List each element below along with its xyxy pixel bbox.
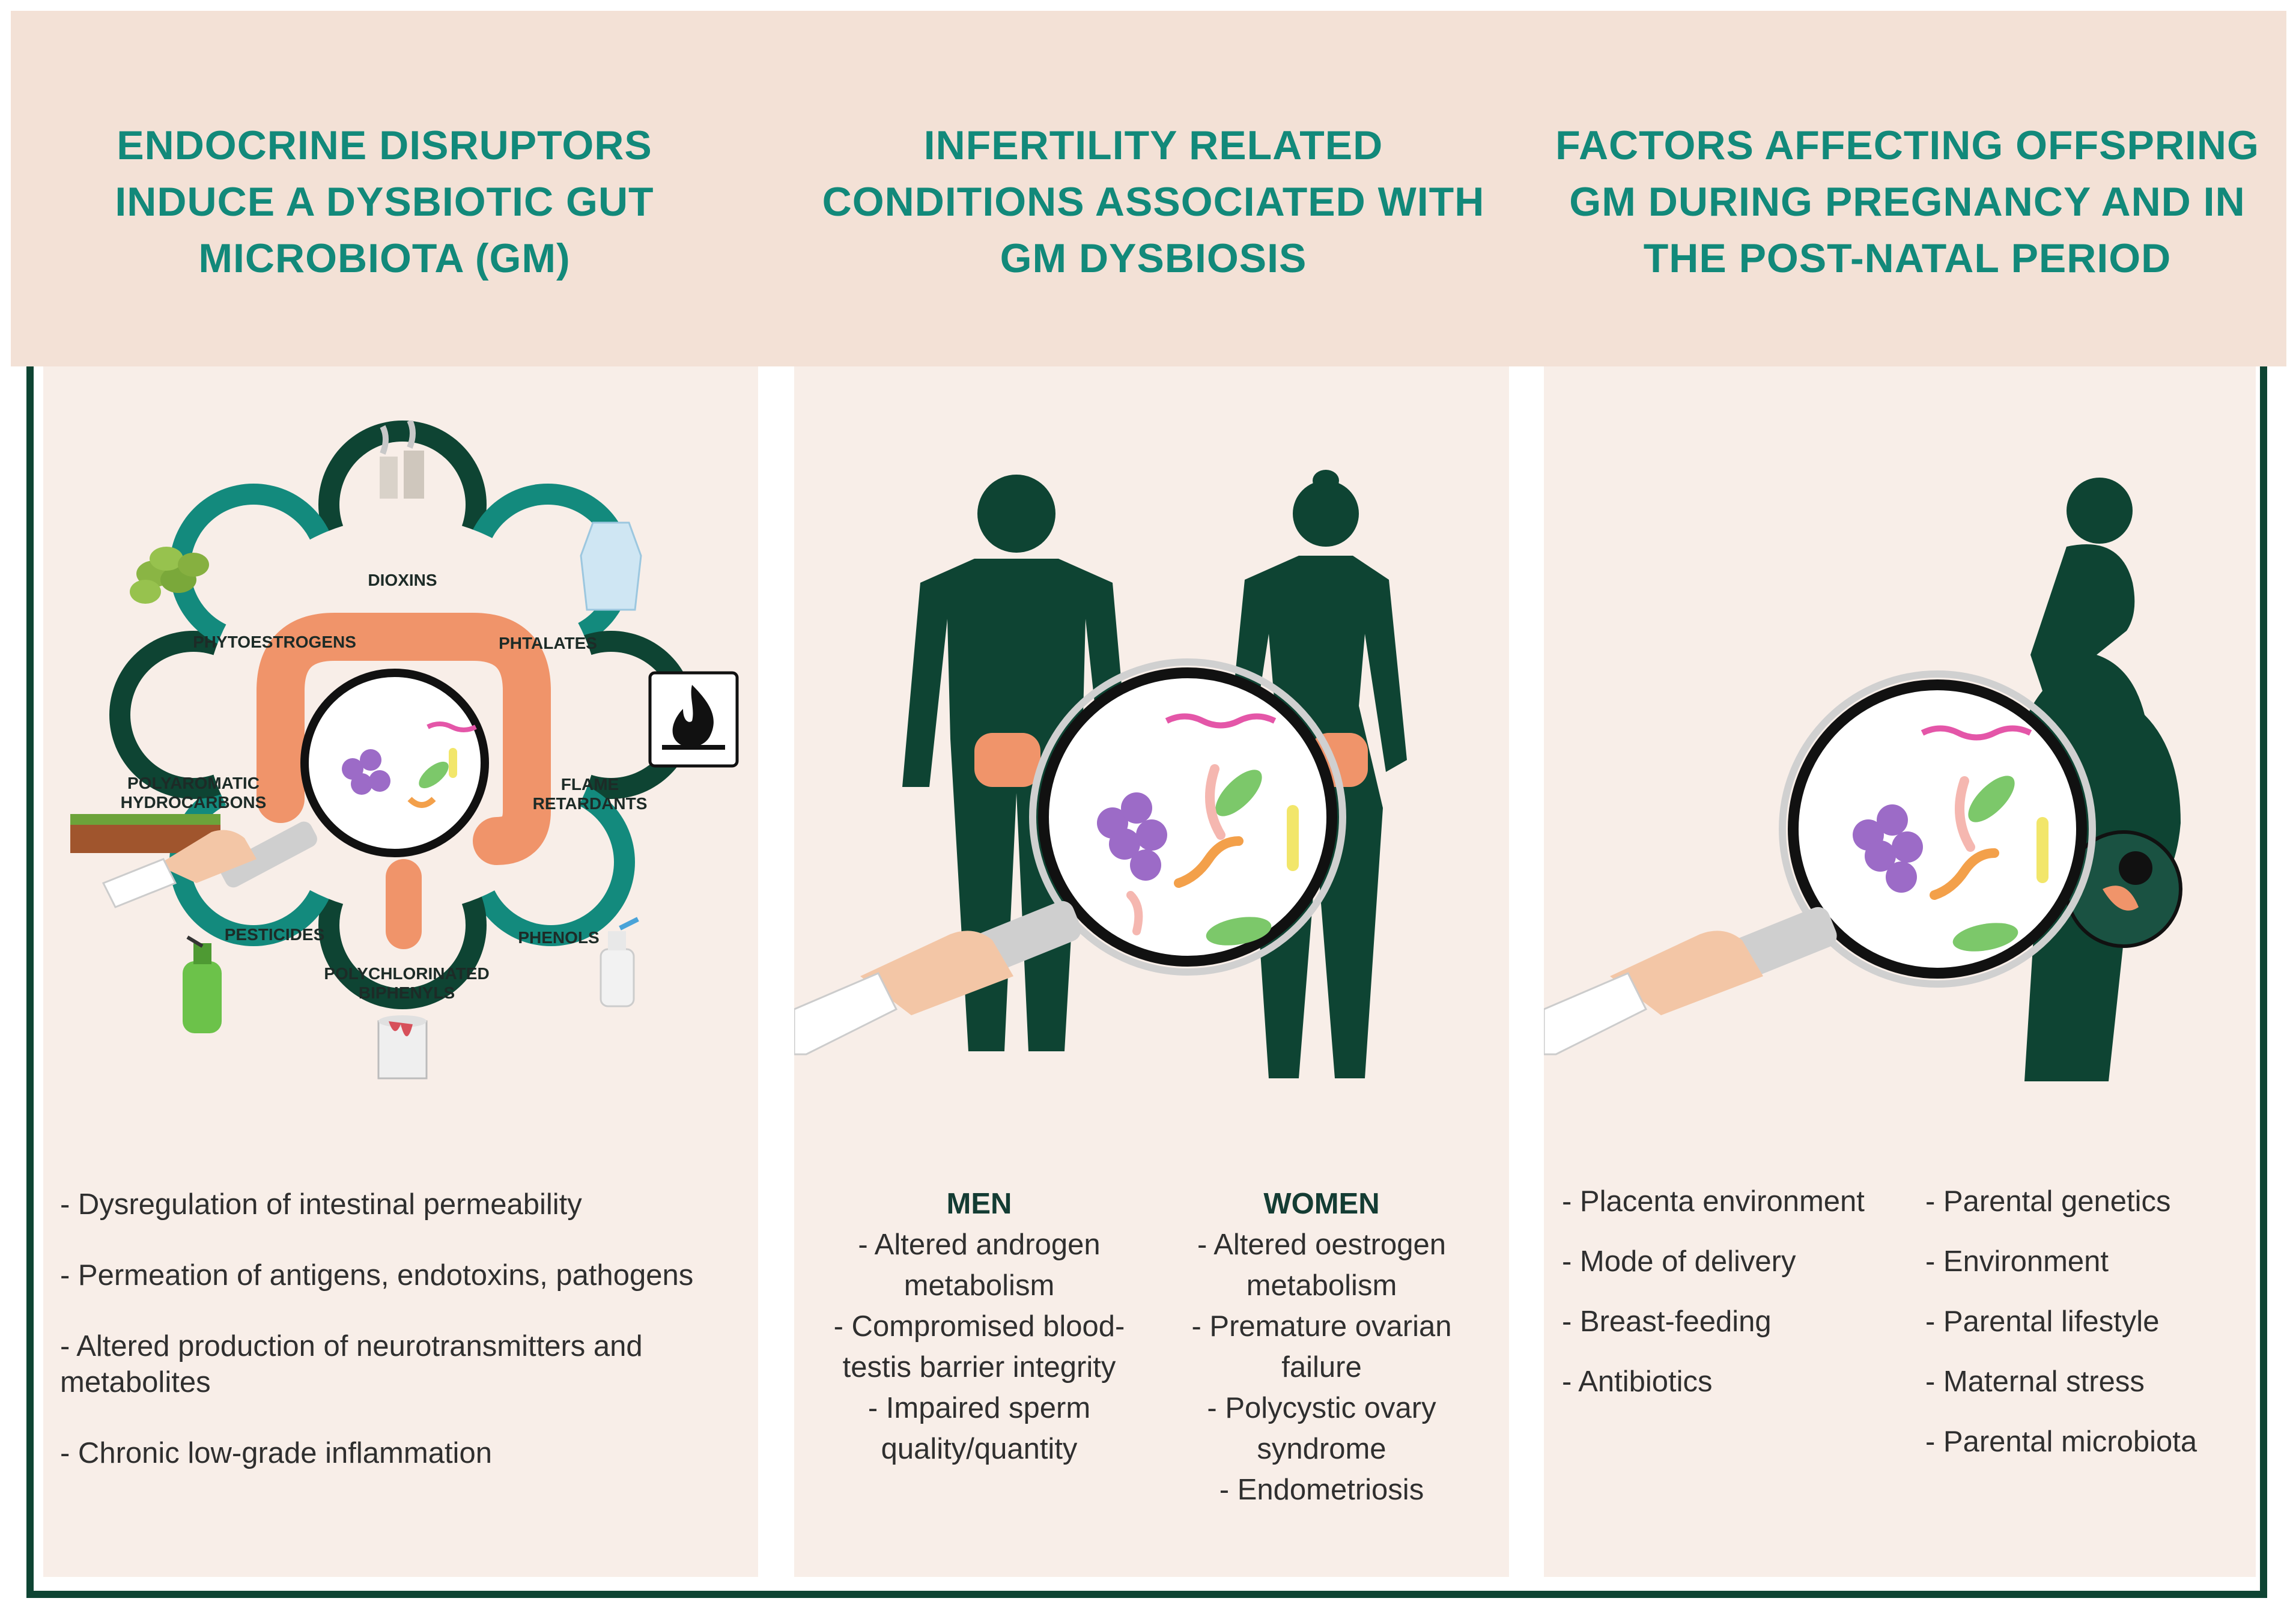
effect-item: - Permeation of antigens, endotoxins, pa… — [60, 1259, 694, 1292]
factor-item: - Mode of delivery — [1562, 1245, 1796, 1278]
bacteria-icon — [1853, 725, 2048, 952]
label-pesticides: PESTICIDES — [224, 925, 325, 944]
title-offspring: FACTORS AFFECTING OFFSPRING GM DURING PR… — [1555, 123, 2259, 281]
spray-pump-icon — [183, 935, 222, 1033]
plastic-bag-icon — [580, 521, 642, 611]
label-phenols: PHENOLS — [518, 928, 600, 947]
factor-item: - Parental genetics — [1925, 1185, 2171, 1218]
men-heading: MEN — [946, 1188, 1012, 1220]
women-item: - Altered oestrogen metabolism — [1197, 1229, 1447, 1302]
factor-item: - Breast-feeding — [1562, 1305, 1772, 1338]
infertility-illustration — [794, 469, 1509, 1141]
effect-item: - Dysregulation of intestinal permeabili… — [60, 1188, 582, 1221]
men-item: - Altered androgen metabolism — [858, 1229, 1101, 1302]
hand-icon — [1544, 931, 1763, 1056]
label-pcb: POLYCHLORINATED BIPHENYLS — [324, 964, 490, 1002]
hand-icon — [102, 830, 257, 908]
bacteria-icon — [342, 721, 477, 808]
title-disruptors: ENDOCRINE DISRUPTORS INDUCE A DYSBIOTIC … — [115, 123, 654, 281]
bacteria-icon — [1097, 713, 1299, 946]
paint-can-icon — [377, 1015, 428, 1080]
women-conditions: WOMEN - Altered oestrogen metabolism - P… — [1171, 1183, 1472, 1510]
gut-intestine-icon — [257, 613, 551, 949]
factory-chimneys-icon — [380, 421, 424, 499]
outer-frame — [26, 366, 2267, 1598]
hand-icon — [794, 931, 1013, 1056]
women-item: - Endometriosis — [1219, 1474, 1424, 1506]
men-conditions: MEN - Altered androgen metabolism - Comp… — [829, 1183, 1129, 1469]
magnifier-icon — [1683, 670, 2096, 998]
factor-item: - Placenta environment — [1562, 1185, 1865, 1218]
factor-item: - Parental microbiota — [1925, 1426, 2197, 1458]
women-item: - Polycystic ovary syndrome — [1207, 1392, 1436, 1465]
title-infertility: INFERTILITY RELATED CONDITIONS ASSOCIATE… — [822, 123, 1485, 281]
man-silhouette-icon — [902, 475, 1131, 1051]
men-item: - Compromised blood-testis barrier integ… — [833, 1310, 1125, 1384]
offspring-factors-right: - Parental genetics - Environment - Pare… — [1925, 1183, 2250, 1484]
fire-icon — [648, 671, 739, 768]
label-pah: POLYAROMATIC HYDROCARBONS — [120, 774, 267, 812]
factor-item: - Antibiotics — [1562, 1365, 1713, 1398]
factor-item: - Environment — [1925, 1245, 2109, 1278]
offspring-illustration — [1544, 475, 2256, 1135]
label-flame-retardants: FLAME RETARDANTS — [532, 775, 648, 813]
soybeans-icon — [130, 547, 209, 604]
label-phytoestrogens: PHYTOESTROGENS — [193, 633, 356, 651]
factor-item: - Maternal stress — [1925, 1365, 2145, 1398]
disruptor-effects-list: - Dysregulation of intestinal permeabili… — [60, 1186, 745, 1506]
spray-bottle-icon — [600, 917, 639, 1007]
label-phtalates: PHTALATES — [499, 634, 597, 652]
disruptors-diagram: DIOXINS PHTALATES FLAME RETARDANTS PHENO… — [43, 421, 758, 1153]
header-band — [11, 11, 2286, 366]
effect-item: - Chronic low-grade inflammation — [60, 1437, 492, 1469]
women-item: - Premature ovarian failure — [1191, 1310, 1452, 1384]
women-heading: WOMEN — [1263, 1188, 1380, 1220]
effect-item: - Altered production of neurotransmitter… — [60, 1330, 643, 1399]
offspring-factors-left: - Placenta environment - Mode of deliver… — [1562, 1183, 1898, 1424]
men-item: - Impaired sperm quality/quantity — [867, 1392, 1091, 1465]
magnifier-icon — [220, 669, 489, 888]
label-dioxins: DIOXINS — [368, 571, 437, 589]
factor-item: - Parental lifestyle — [1925, 1305, 2160, 1338]
